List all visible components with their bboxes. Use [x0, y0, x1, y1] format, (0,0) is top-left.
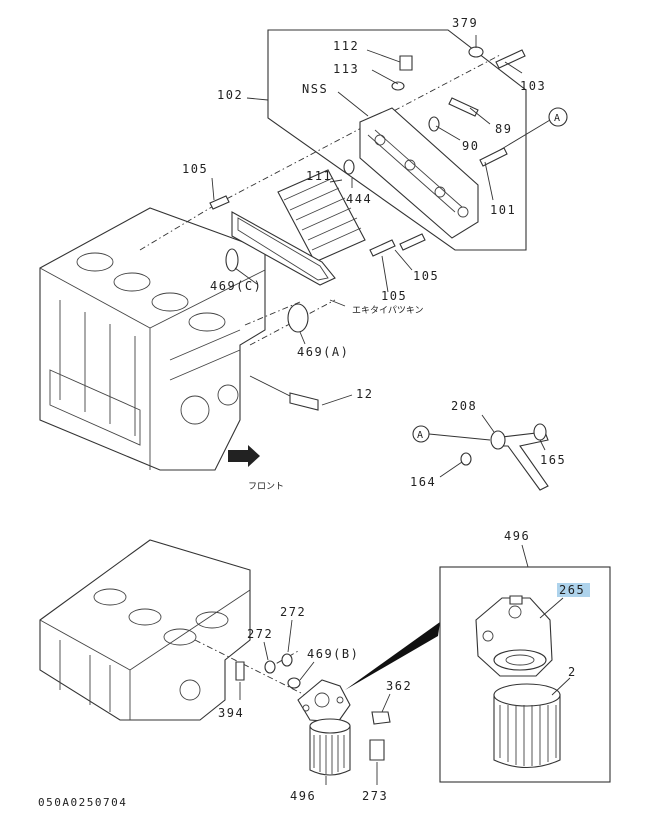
callout-89: 89: [495, 122, 512, 136]
washer-113: [391, 81, 405, 91]
stud-101: [479, 147, 508, 167]
callout-165: 165: [540, 453, 566, 467]
o-ring-272-lower: [264, 660, 276, 674]
o-ring-469a: [287, 303, 309, 333]
callout-469a: 469(A): [297, 345, 349, 359]
callout-105-mid: 105: [413, 269, 439, 283]
callout-90: 90: [462, 139, 479, 153]
callout-103: 103: [520, 79, 546, 93]
bolt-89: [448, 97, 479, 117]
callout-496-top: 496: [504, 529, 530, 543]
callout-362: 362: [386, 679, 412, 693]
diagram-code: 050A0250704: [38, 796, 127, 809]
oil-pipe: [460, 423, 549, 491]
callout-272-lower: 272: [247, 627, 273, 641]
oil-cooler-element: [277, 169, 366, 263]
detail-pointer: [345, 622, 440, 690]
oil-filter-head-detail: [475, 595, 553, 677]
stud-105-low: [399, 233, 426, 251]
assembly-line-lower-1: [194, 639, 316, 701]
callout-496-bottom: 496: [290, 789, 316, 803]
plug-112: [399, 55, 413, 71]
callout-105-left: 105: [182, 162, 208, 176]
oil-filter-detail: [493, 683, 561, 768]
highlight-265: [557, 583, 590, 597]
stud-394: [235, 661, 245, 681]
callout-front-jp: フロント: [248, 482, 284, 492]
stud-105-mid: [369, 239, 396, 257]
callout-102: 102: [217, 88, 243, 102]
callout-nss: NSS: [302, 82, 328, 96]
engine-block-upper: [39, 207, 266, 471]
marker-a-top: [548, 107, 568, 127]
fitting-12: [289, 392, 319, 411]
engine-block-lower: [39, 539, 251, 721]
callout-272-upper: 272: [280, 605, 306, 619]
callout-469c: 469(C): [210, 279, 262, 293]
callout-105-low: 105: [381, 289, 407, 303]
callout-112: 112: [333, 39, 359, 53]
callout-379: 379: [452, 16, 478, 30]
callout-2: 2: [568, 665, 577, 679]
washer-379: [468, 46, 484, 58]
marker-a-low-label: A: [417, 430, 423, 441]
cooler-assembly-frame: [267, 29, 527, 251]
callout-265: 265: [559, 583, 585, 597]
o-ring-272-upper: [281, 653, 293, 667]
oil-filter-left: [309, 718, 351, 776]
marker-a-top-label: A: [554, 113, 560, 124]
callout-gasket-jp: エキタイパツキン: [352, 305, 424, 316]
callout-273: 273: [362, 789, 388, 803]
o-ring-469b: [287, 677, 301, 689]
assembly-line-upper-4: [249, 299, 336, 346]
callout-164: 164: [410, 475, 436, 489]
cooler-cover: [359, 107, 479, 239]
callout-394: 394: [218, 706, 244, 720]
stud-105-left: [209, 195, 230, 210]
bolt-273: [369, 739, 385, 761]
assembly-line-upper-1: [139, 204, 216, 251]
callout-113: 113: [333, 62, 359, 76]
bolt-103: [495, 49, 526, 69]
callout-111: 111: [306, 169, 332, 183]
o-ring-469c-small: [225, 248, 239, 272]
callout-12: 12: [356, 387, 373, 401]
washer-90: [428, 116, 440, 132]
callout-208: 208: [451, 399, 477, 413]
callout-444: 444: [346, 192, 372, 206]
callout-101: 101: [490, 203, 516, 217]
front-arrow-icon: [228, 445, 260, 467]
detail-box: [439, 566, 611, 783]
o-ring-444: [343, 159, 355, 175]
gasket-469c: [231, 211, 336, 286]
assembly-line-upper-3: [244, 301, 301, 326]
oil-filter-head-left: [297, 679, 351, 723]
bolt-362: [371, 711, 391, 725]
callout-469b: 469(B): [307, 647, 359, 661]
